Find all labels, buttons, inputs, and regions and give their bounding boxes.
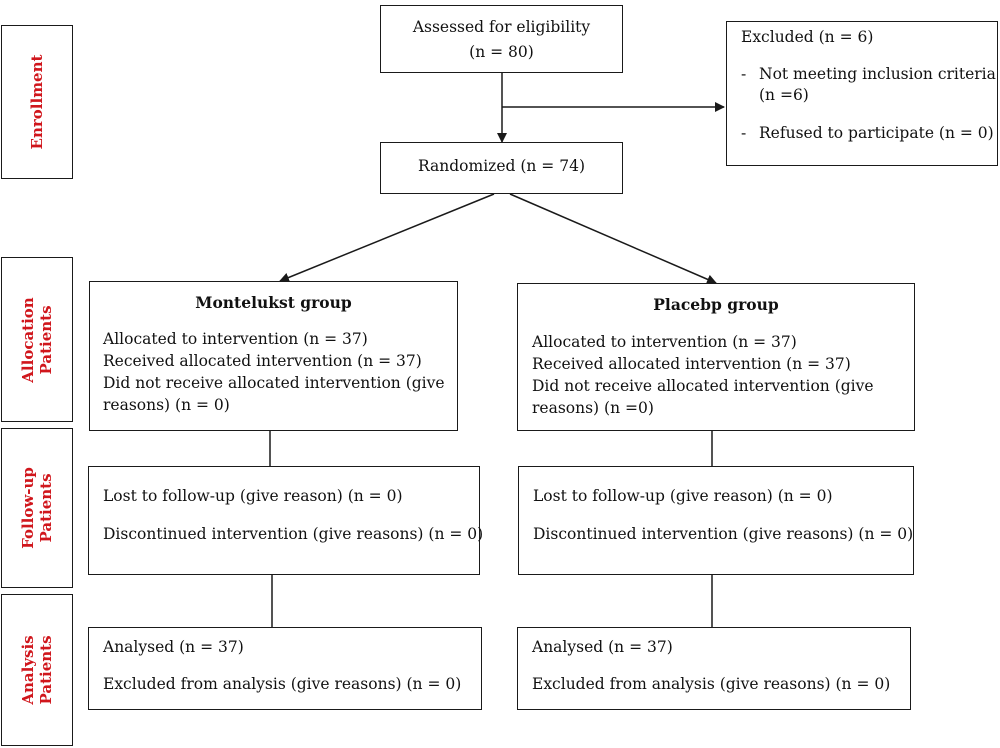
left-analysis-box: Analysed (n = 37) Excluded from analysis…	[88, 627, 482, 710]
right-alloc-line-2: Received allocated intervention (n = 37)	[532, 355, 851, 373]
stage-enrollment-label: Enrollment	[28, 54, 46, 150]
right-followup-box: Lost to follow-up (give reason) (n = 0) …	[518, 466, 914, 575]
excluded-item-inclusion-count: (n =6)	[759, 86, 809, 104]
left-followup-box: Lost to follow-up (give reason) (n = 0) …	[88, 466, 484, 575]
excluded-bullet-1: -	[741, 65, 747, 83]
right-excluded-from-analysis: Excluded from analysis (give reasons) (n…	[532, 675, 891, 693]
stage-analysis: Analysis Patients	[1, 594, 73, 746]
right-alloc-line-3: Did not receive allocated intervention (…	[532, 377, 874, 395]
stage-analysis-label: Analysis Patients	[19, 635, 55, 705]
left-excluded-from-analysis: Excluded from analysis (give reasons) (n…	[103, 675, 462, 693]
stage-enrollment: Enrollment	[1, 25, 73, 179]
assessed-count: (n = 80)	[469, 43, 534, 61]
left-alloc-line-1: Allocated to intervention (n = 37)	[103, 330, 368, 348]
assessed-label: Assessed for eligibility	[412, 18, 591, 36]
right-analysed: Analysed (n = 37)	[532, 638, 673, 656]
excluded-bullet-2: -	[741, 124, 747, 142]
right-alloc-line-1: Allocated to intervention (n = 37)	[532, 333, 797, 351]
left-lost-to-followup: Lost to follow-up (give reason) (n = 0)	[103, 487, 403, 505]
left-alloc-line-2: Received allocated intervention (n = 37)	[103, 352, 422, 370]
stage-allocation-label: Allocation Patients	[19, 296, 55, 383]
right-lost-to-followup: Lost to follow-up (give reason) (n = 0)	[533, 487, 833, 505]
arrow-randomized-to-left	[279, 193, 495, 283]
stage-followup: Follow-up Patients	[1, 428, 73, 588]
right-allocation-box: Placebp group Allocated to intervention …	[517, 283, 915, 431]
excluded-title: Excluded (n = 6)	[741, 28, 874, 46]
excluded-item-refused: Refused to participate (n = 0)	[759, 124, 994, 142]
left-alloc-line-3: Did not receive allocated intervention (…	[103, 374, 445, 392]
excluded-item-inclusion: Not meeting inclusion criteria	[759, 65, 996, 83]
right-discontinued: Discontinued intervention (give reasons)…	[533, 525, 914, 543]
assessed-box: Assessed for eligibility (n = 80)	[380, 5, 623, 73]
left-allocation-box: Montelukst group Allocated to interventi…	[89, 281, 458, 431]
randomized-label: Randomized (n = 74)	[418, 157, 585, 175]
right-group-title: Placebp group	[653, 295, 779, 314]
left-alloc-line-4: reasons) (n = 0)	[103, 396, 230, 414]
randomized-box: Randomized (n = 74)	[380, 142, 623, 194]
left-discontinued: Discontinued intervention (give reasons)…	[103, 525, 484, 543]
left-group-title: Montelukst group	[195, 293, 352, 312]
arrow-randomized-to-right	[509, 193, 717, 285]
right-analysis-box: Analysed (n = 37) Excluded from analysis…	[517, 627, 911, 710]
stage-allocation: Allocation Patients	[1, 257, 73, 422]
excluded-box: Excluded (n = 6) - Not meeting inclusion…	[726, 21, 998, 166]
left-analysed: Analysed (n = 37)	[103, 638, 244, 656]
right-alloc-line-4: reasons) (n =0)	[532, 399, 654, 417]
stage-followup-label: Follow-up Patients	[19, 467, 55, 549]
